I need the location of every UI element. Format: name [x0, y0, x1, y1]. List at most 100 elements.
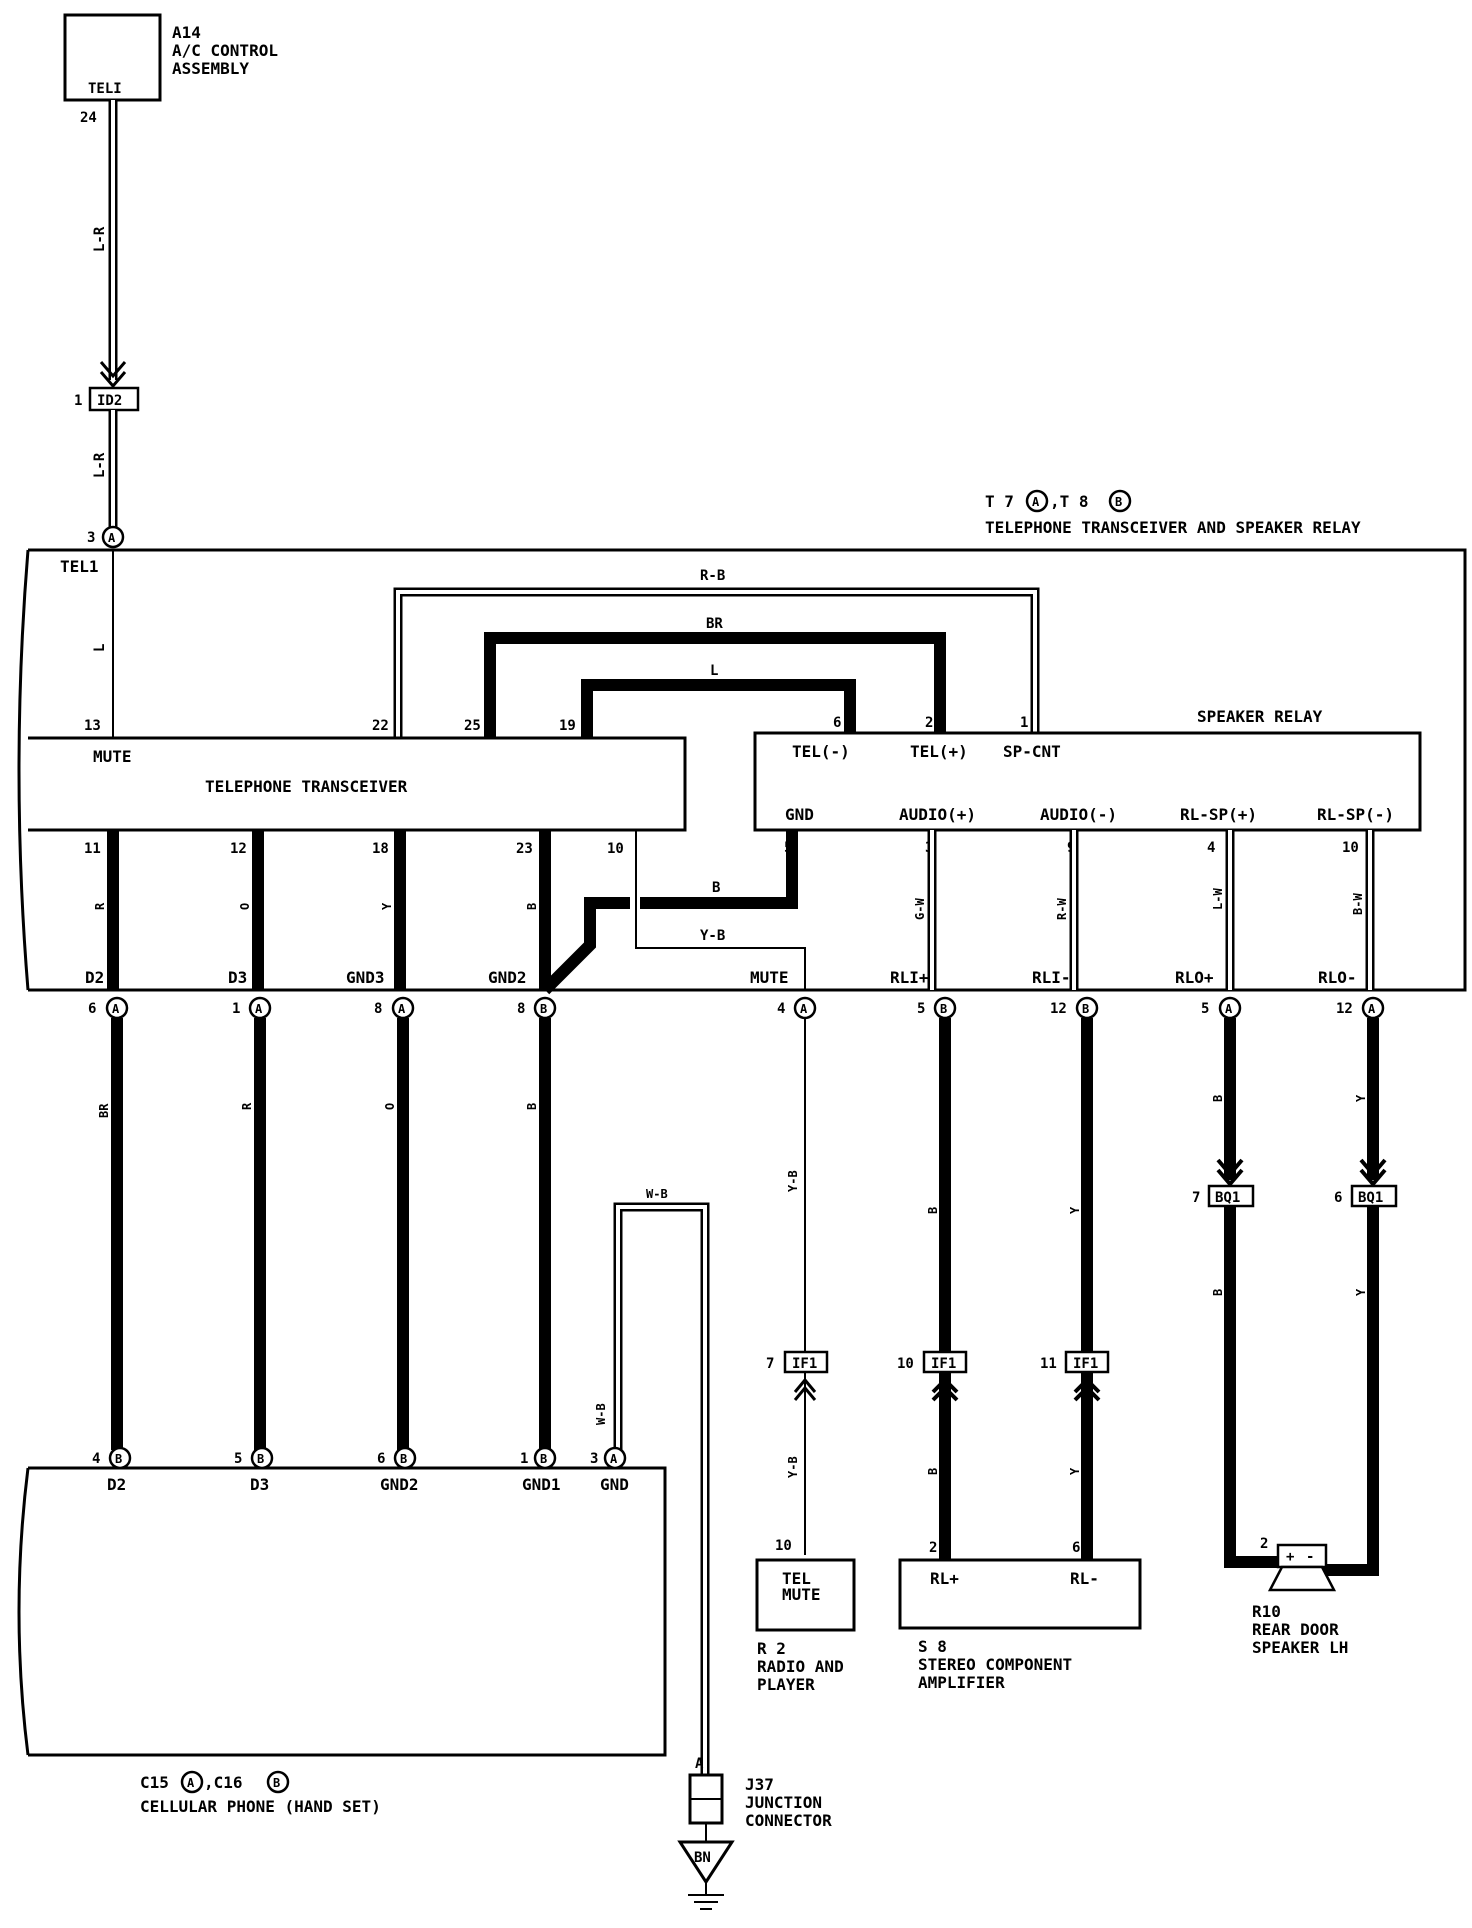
bq1-label-2: BQ1 — [1358, 1190, 1383, 1206]
t-label-gnd2: GND2 — [488, 968, 527, 987]
t-label-rli-plus: RLI+ — [890, 968, 929, 987]
wire-color-wb-top: W-B — [646, 1187, 668, 1201]
s8-pin-plus: 2 — [929, 1540, 937, 1556]
cell-label-d3: D3 — [250, 1475, 269, 1494]
wire-color-lw: L-W — [1211, 888, 1225, 910]
bq1-label-1: BQ1 — [1215, 1190, 1240, 1206]
t-pin-9: 12 — [1336, 1001, 1353, 1017]
connector-if1: IF1 7 IF1 10 IF1 11 — [766, 1350, 1110, 1374]
r2-name1: RADIO AND — [757, 1657, 844, 1676]
r2-id: R 2 — [757, 1639, 786, 1658]
t-pin-1: 6 — [88, 1001, 96, 1017]
a14-pin-label: TELI — [88, 81, 122, 97]
cell-pin-d3: 5 — [234, 1451, 242, 1467]
t-label-rli-minus: RLI- — [1032, 968, 1071, 987]
wire-color-l-tel1: L — [92, 644, 108, 652]
if1-label-2: IF1 — [931, 1356, 956, 1372]
transceiver-pin-10: 10 — [607, 841, 624, 857]
wire-color-gw: G-W — [913, 898, 927, 920]
ground-point-icon — [677, 1840, 735, 1885]
s8-id: S 8 — [918, 1637, 947, 1656]
transceiver-pin-13: 13 — [84, 718, 101, 734]
ground-icon — [688, 1894, 724, 1910]
r10-pin: 2 — [1260, 1536, 1268, 1552]
svg-text:B: B — [257, 1452, 264, 1466]
component-speaker-relay: SPEAKER RELAY TEL(-) TEL(+) SP-CNT GND A… — [753, 707, 1422, 856]
wire-lr-a14-id2: L-R — [92, 100, 127, 389]
wire-color-wb-side: W-B — [594, 1403, 608, 1425]
cell-pin-gnd2: 6 — [377, 1451, 385, 1467]
wire-color-b-bq1: B — [1211, 1289, 1225, 1296]
svg-text:B: B — [540, 1002, 547, 1016]
cell-label-d2: D2 — [107, 1475, 126, 1494]
transceiver-pin-18: 18 — [372, 841, 389, 857]
internal-wiring: R-B BR L B Y-B — [393, 568, 1040, 995]
cellular-title: CELLULAR PHONE (HAND SET) — [140, 1797, 381, 1816]
svg-text:A: A — [108, 531, 116, 545]
if1-arrows — [793, 1377, 1101, 1402]
a14-name-line1: A/C CONTROL — [172, 41, 278, 60]
t-pin-6: 5 — [917, 1001, 925, 1017]
r10-name1: REAR DOOR — [1252, 1620, 1339, 1639]
transceiver-pin-11: 11 — [84, 841, 101, 857]
r10-name2: SPEAKER LH — [1252, 1638, 1348, 1657]
r2-name2: PLAYER — [757, 1675, 815, 1694]
t-label-rlo-minus: RLO- — [1318, 968, 1357, 987]
transceiver-pin-19: 19 — [559, 718, 576, 734]
relay-sp-cnt: SP-CNT — [1003, 742, 1061, 761]
svg-text:A: A — [1368, 1002, 1376, 1016]
a14-name-line2: ASSEMBLY — [172, 59, 249, 78]
wire-color-r-d3: R — [240, 1102, 254, 1110]
relay-rlsp-minus: RL-SP(-) — [1317, 805, 1394, 824]
t8-conn-b: B — [1115, 495, 1122, 509]
svg-text:A: A — [610, 1452, 618, 1466]
j37-ground-label: BN — [694, 1850, 711, 1866]
component-cellular-phone: B4 B5 B6 B1 A3 D2 D3 GND2 GND1 GND C15 A… — [17, 1446, 667, 1816]
j37-id: J37 — [745, 1775, 774, 1794]
r10-id: R10 — [1252, 1602, 1281, 1621]
connector-id2-label: ID2 — [97, 393, 122, 409]
t-label-gnd3: GND3 — [346, 968, 385, 987]
if1-pin-10: 10 — [897, 1356, 914, 1372]
wire-color-o-gnd3: O — [383, 1103, 397, 1110]
r2-pin: 10 — [775, 1538, 792, 1554]
connector-id2-pin: 1 — [74, 393, 82, 409]
wires-rlo: B Y — [1211, 1018, 1387, 1188]
wire-yb-mute: Y-B Y-B — [786, 1018, 806, 1555]
wire-color-l-inner: L — [710, 663, 718, 679]
wires-rli: B Y B Y — [926, 1018, 1093, 1565]
relay-gnd: GND — [785, 805, 814, 824]
svg-text:A: A — [800, 1002, 808, 1016]
t-pin-5: 4 — [777, 1001, 785, 1017]
component-j37-junction: A J37 JUNCTION CONNECTOR BN — [677, 1756, 832, 1910]
relay-pin-2: 2 — [925, 715, 933, 731]
s8-rl-minus: RL- — [1070, 1569, 1099, 1588]
wire-color-rb: R-B — [700, 568, 725, 584]
cell-label-gnd2: GND2 — [380, 1475, 419, 1494]
wire-color-b-if1: B — [926, 1468, 940, 1475]
wire-color-lr-mid: L-R — [92, 452, 108, 478]
t-pin-3: 8 — [374, 1001, 382, 1017]
if1-pin-7: 7 — [766, 1356, 774, 1372]
wires-relay-bottom: G-W R-W L-W B-W — [913, 830, 1375, 990]
relay-pin-6: 6 — [833, 715, 841, 731]
svg-text:B: B — [1082, 1002, 1089, 1016]
wire-color-br-d2: BR — [97, 1103, 111, 1118]
wire-color-yb-mute: Y-B — [700, 928, 725, 944]
bq1-pin-6: 6 — [1334, 1190, 1342, 1206]
s8-rl-plus: RL+ — [930, 1569, 959, 1588]
relay-pin-10: 10 — [1342, 840, 1359, 856]
t-pin-2: 1 — [232, 1001, 240, 1017]
r2-line2: MUTE — [782, 1585, 821, 1604]
wire-color-lr-top: L-R — [92, 226, 108, 252]
component-r2-radio: 10 TEL MUTE R 2 RADIO AND PLAYER — [755, 1538, 856, 1694]
relay-audio-minus: AUDIO(-) — [1040, 805, 1117, 824]
wire-color-bw: B-W — [1351, 893, 1365, 915]
r10-plus: + — [1286, 1549, 1294, 1565]
cell-label-gnd1: GND1 — [522, 1475, 561, 1494]
r10-minus: - — [1306, 1549, 1314, 1565]
wire-color-yb-1: Y-B — [786, 1170, 800, 1192]
t-pin-7: 12 — [1050, 1001, 1067, 1017]
relay-pin-4: 4 — [1207, 840, 1215, 856]
wire-wb-gnd-j37: W-B W-B — [594, 1187, 710, 1775]
